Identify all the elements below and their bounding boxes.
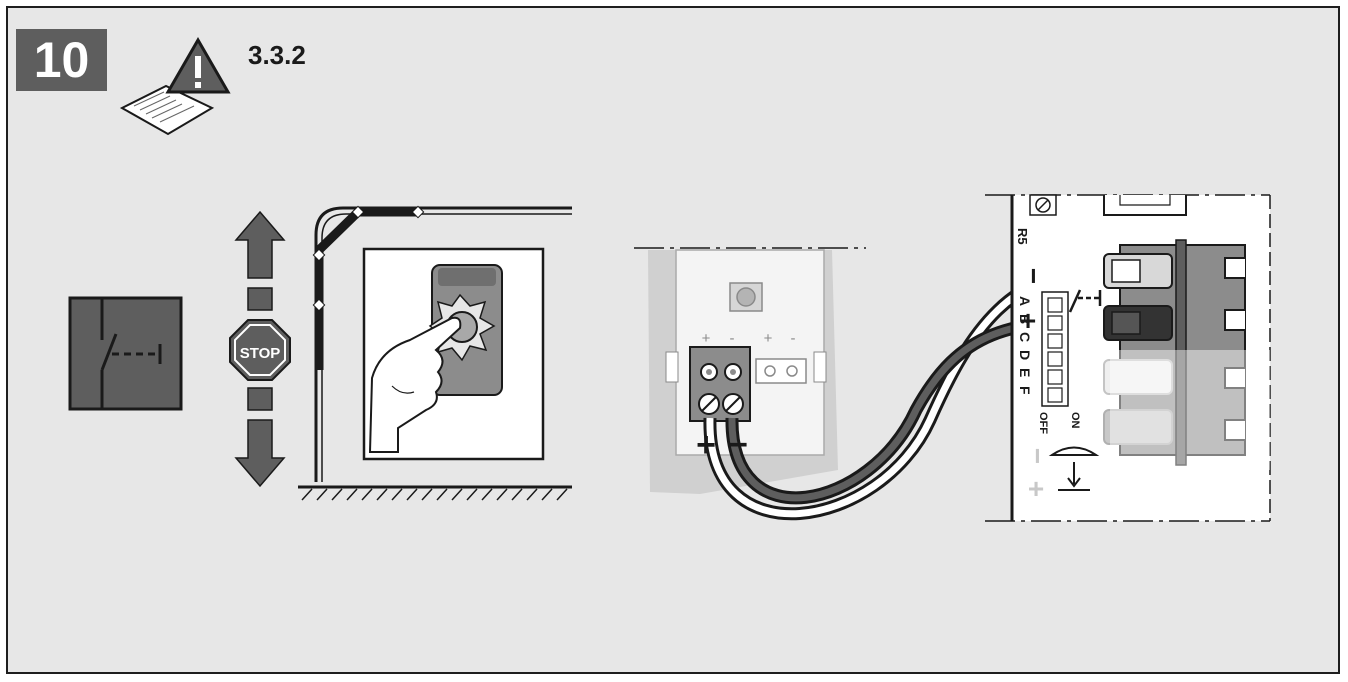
stop-sign-icon bbox=[229, 319, 291, 381]
connector-minus-label: − bbox=[1018, 268, 1049, 284]
receiver-board bbox=[985, 194, 1271, 522]
dip-letter-a: A bbox=[1017, 296, 1033, 306]
gate-frame bbox=[298, 206, 572, 501]
nc-contact-symbol bbox=[68, 296, 183, 411]
connector-plus-label: + bbox=[1020, 305, 1036, 336]
push-button-inset bbox=[362, 247, 545, 461]
dip-letter-f: F bbox=[1017, 386, 1033, 395]
wire-polarity-labels: + − bbox=[696, 426, 748, 464]
terminal-label-4: - bbox=[791, 330, 796, 347]
dip-letter-e: E bbox=[1017, 368, 1033, 377]
dip-letter-b: B bbox=[1017, 314, 1033, 324]
step-number-badge: 10 bbox=[16, 29, 107, 91]
terminal-label-3: + bbox=[764, 330, 773, 347]
faded-plus-label: + bbox=[1028, 473, 1044, 504]
manual-section-ref: 3.3.2 bbox=[248, 40, 306, 70]
manual-warning-icon bbox=[119, 36, 231, 136]
wire-plus-label: + bbox=[696, 426, 716, 464]
terminal-label-1: + bbox=[702, 330, 711, 347]
dip-on-label: ON bbox=[1069, 412, 1081, 429]
safety-edge bbox=[312, 205, 425, 370]
connector-polarity-labels: − + − + bbox=[1018, 268, 1053, 504]
transmitter-board bbox=[634, 247, 866, 494]
wire-minus-label: − bbox=[728, 426, 748, 464]
dip-letter-c: C bbox=[1017, 332, 1033, 342]
terminal-polarity-labels: + - + - bbox=[702, 330, 796, 347]
dip-switch-letters: A B C D E F bbox=[1017, 296, 1033, 395]
dip-off-label: OFF bbox=[1037, 412, 1049, 434]
dip-letter-d: D bbox=[1017, 350, 1033, 360]
faded-minus-label: − bbox=[1022, 448, 1053, 464]
movement-arrows bbox=[234, 210, 286, 488]
terminal-label-2: - bbox=[730, 330, 735, 347]
receiver-r5-label: R5 bbox=[1015, 228, 1030, 245]
stop-sign-text: STOP bbox=[240, 345, 281, 362]
